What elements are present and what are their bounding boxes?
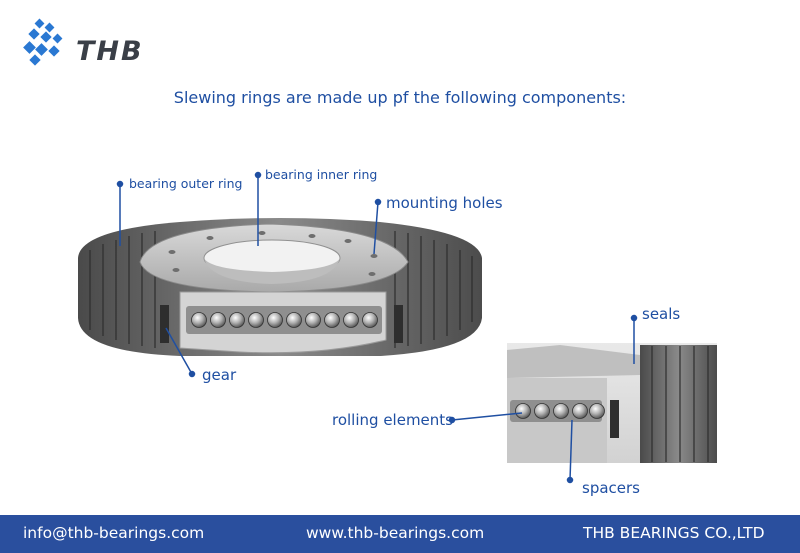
footer-bar: info@thb-bearings.com www.thb-bearings.c… [0, 515, 800, 553]
main-bearing [78, 218, 482, 356]
slewing-ring-illustration [78, 171, 717, 484]
label-rolling-elements: rolling elements [332, 411, 453, 429]
label-bearing-inner-ring: bearing inner ring [265, 167, 378, 182]
footer-email: info@thb-bearings.com [23, 524, 205, 542]
label-spacers: spacers [582, 479, 640, 497]
label-gear: gear [202, 366, 237, 384]
label-mounting-holes: mounting holes [386, 194, 503, 212]
inset-cutaway [507, 343, 717, 463]
page-headline: Slewing rings are made up pf the followi… [173, 88, 627, 107]
label-seals: seals [642, 305, 681, 323]
footer-company: THB BEARINGS CO.,LTD [583, 524, 765, 542]
leader-lines [116, 171, 638, 484]
brand-name: THB [76, 36, 144, 67]
footer-website: www.thb-bearings.com [306, 524, 485, 542]
thb-logo-icon [23, 18, 63, 66]
label-bearing-outer-ring: bearing outer ring [129, 176, 243, 191]
